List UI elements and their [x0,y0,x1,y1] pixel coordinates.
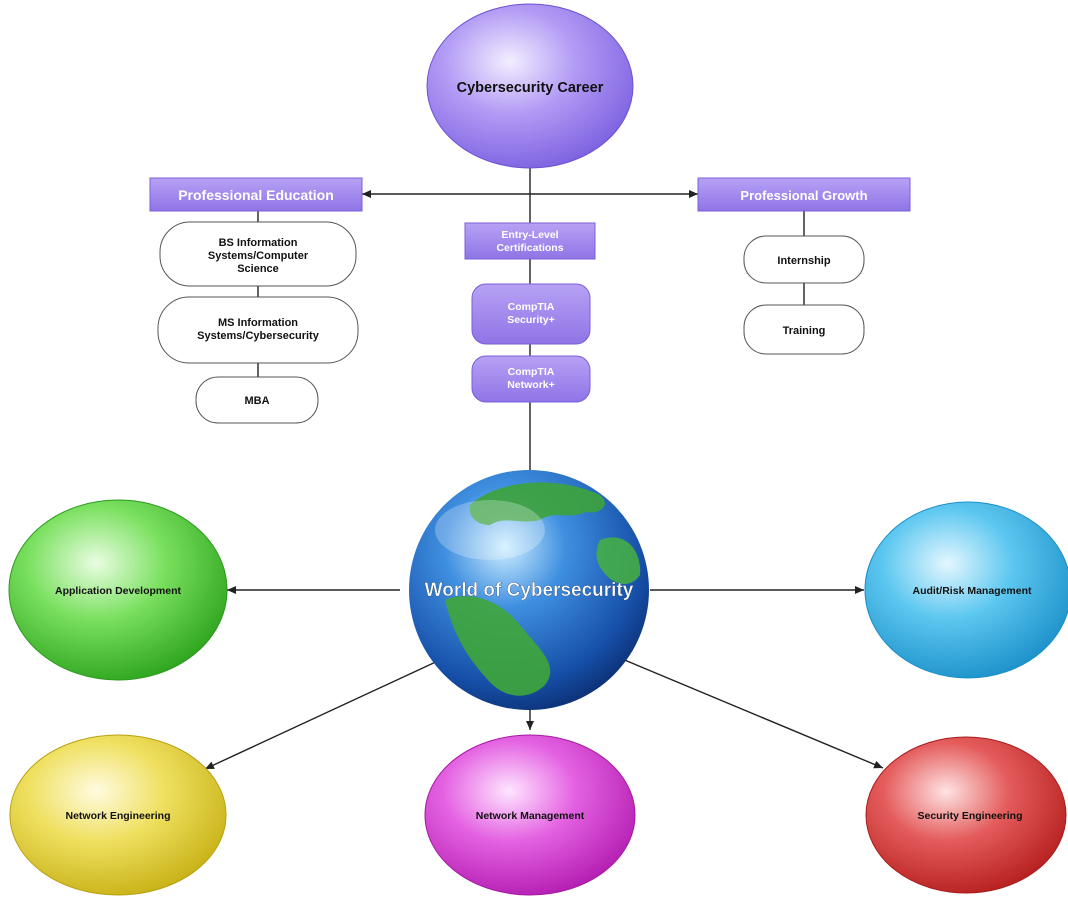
arrow-to-net-eng [204,659,441,770]
edu-pill-ms: MS Information Systems/Cybersecurity [157,296,359,364]
svg-text:Systems/Cybersecurity: Systems/Cybersecurity [197,330,320,342]
growth-header: Professional Growth [697,177,911,212]
svg-text:Security+: Security+ [507,314,555,326]
growth-pill-training: Training [743,304,865,355]
cert-pill-network: CompTIA Network+ [471,355,591,403]
svg-text:Systems/Computer: Systems/Computer [208,250,309,262]
growth-training-label: Training [783,325,826,337]
education-header-label: Professional Education [178,187,334,203]
svg-text:BS Information: BS Information [219,237,298,249]
sec-eng-label: Security Engineering [917,810,1022,822]
career-audit: Audit/Risk Management [864,501,1068,679]
svg-text:Network+: Network+ [507,379,555,391]
edu-mba-label: MBA [244,395,269,407]
svg-text:MS Information: MS Information [218,317,298,329]
globe-icon: World of Cybersecurity [409,470,649,710]
edu-pill-bs: BS Information Systems/Computer Science [159,221,357,287]
growth-pill-internship: Internship [743,235,865,284]
net-eng-label: Network Engineering [65,810,170,822]
net-mgmt-label: Network Management [476,810,585,822]
education-header: Professional Education [149,177,363,212]
audit-label: Audit/Risk Management [912,585,1032,597]
career-net-eng: Network Engineering [9,734,227,896]
growth-internship-label: Internship [777,255,830,267]
app-dev-label: Application Development [55,585,182,597]
svg-text:CompTIA: CompTIA [508,301,555,313]
career-title: Cybersecurity Career [457,80,604,96]
career-sec-eng: Security Engineering [865,736,1067,894]
certs-header: Entry-Level Certifications [464,222,596,260]
career-app-dev: Application Development [8,499,228,681]
arrow-to-sec-eng [614,655,884,769]
connectors [204,168,884,770]
growth-header-label: Professional Growth [740,188,867,203]
career-node: Cybersecurity Career [426,3,634,169]
career-net-mgmt: Network Management [424,734,636,896]
certs-header-line-1: Entry-Level [501,229,558,241]
edu-pill-mba: MBA [195,376,319,424]
svg-text:CompTIA: CompTIA [508,366,555,378]
world-title: World of Cybersecurity [425,580,634,601]
svg-text:Science: Science [237,263,279,275]
cert-pill-security: CompTIA Security+ [471,283,591,345]
certs-header-line-2: Certifications [496,242,563,254]
